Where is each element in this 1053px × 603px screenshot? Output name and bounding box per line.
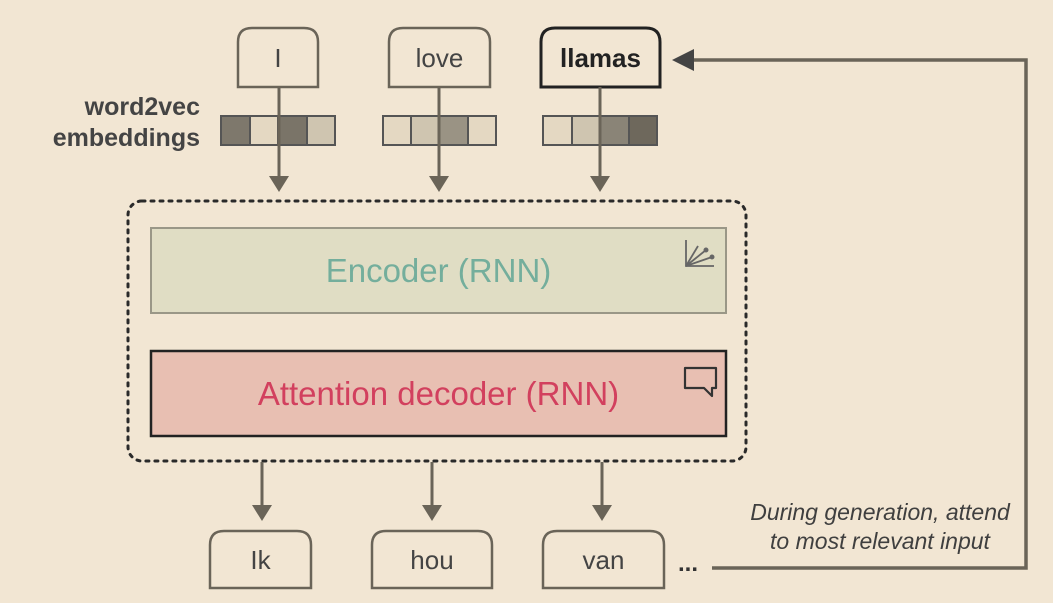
output-box-hou (370, 529, 494, 590)
attention-feedback-arrow (672, 49, 1028, 570)
embedding-vector-i (220, 115, 336, 146)
scatter-vectors-icon (685, 240, 715, 267)
caption-line-2: to most relevant input (770, 528, 990, 554)
output-token-hou: hou (410, 545, 454, 575)
output-box-ik (208, 529, 313, 590)
embeddings-label: word2vec embeddings (20, 92, 200, 154)
encoder-label: Encoder (RNN) (325, 251, 552, 289)
input-arrows (269, 87, 610, 192)
model-container (126, 199, 748, 463)
generation-caption: During generation, attend to most releva… (730, 498, 1030, 556)
encoder-block (150, 227, 727, 314)
input-token-llamas: llamas (560, 43, 641, 73)
input-box-love (387, 26, 492, 89)
decoder-block (149, 349, 728, 438)
embeddings-label-line-2: embeddings (52, 124, 200, 152)
input-token-love: love (415, 43, 464, 73)
input-box-i (236, 26, 320, 89)
input-token-i: I (274, 43, 282, 73)
decoder-label: Attention decoder (RNN) (257, 374, 620, 412)
output-token-van: van (582, 545, 625, 575)
embeddings-label-line-1: word2vec (84, 93, 200, 121)
speech-bubble-icon (683, 366, 718, 398)
output-arrows (252, 462, 612, 521)
caption-line-1: During generation, attend (750, 499, 1010, 525)
continuation-ellipsis: ... (678, 550, 699, 577)
input-box-llamas (539, 26, 662, 89)
embedding-vector-love (382, 115, 497, 146)
output-box-van (541, 529, 666, 590)
output-token-ik: Ik (250, 545, 271, 575)
